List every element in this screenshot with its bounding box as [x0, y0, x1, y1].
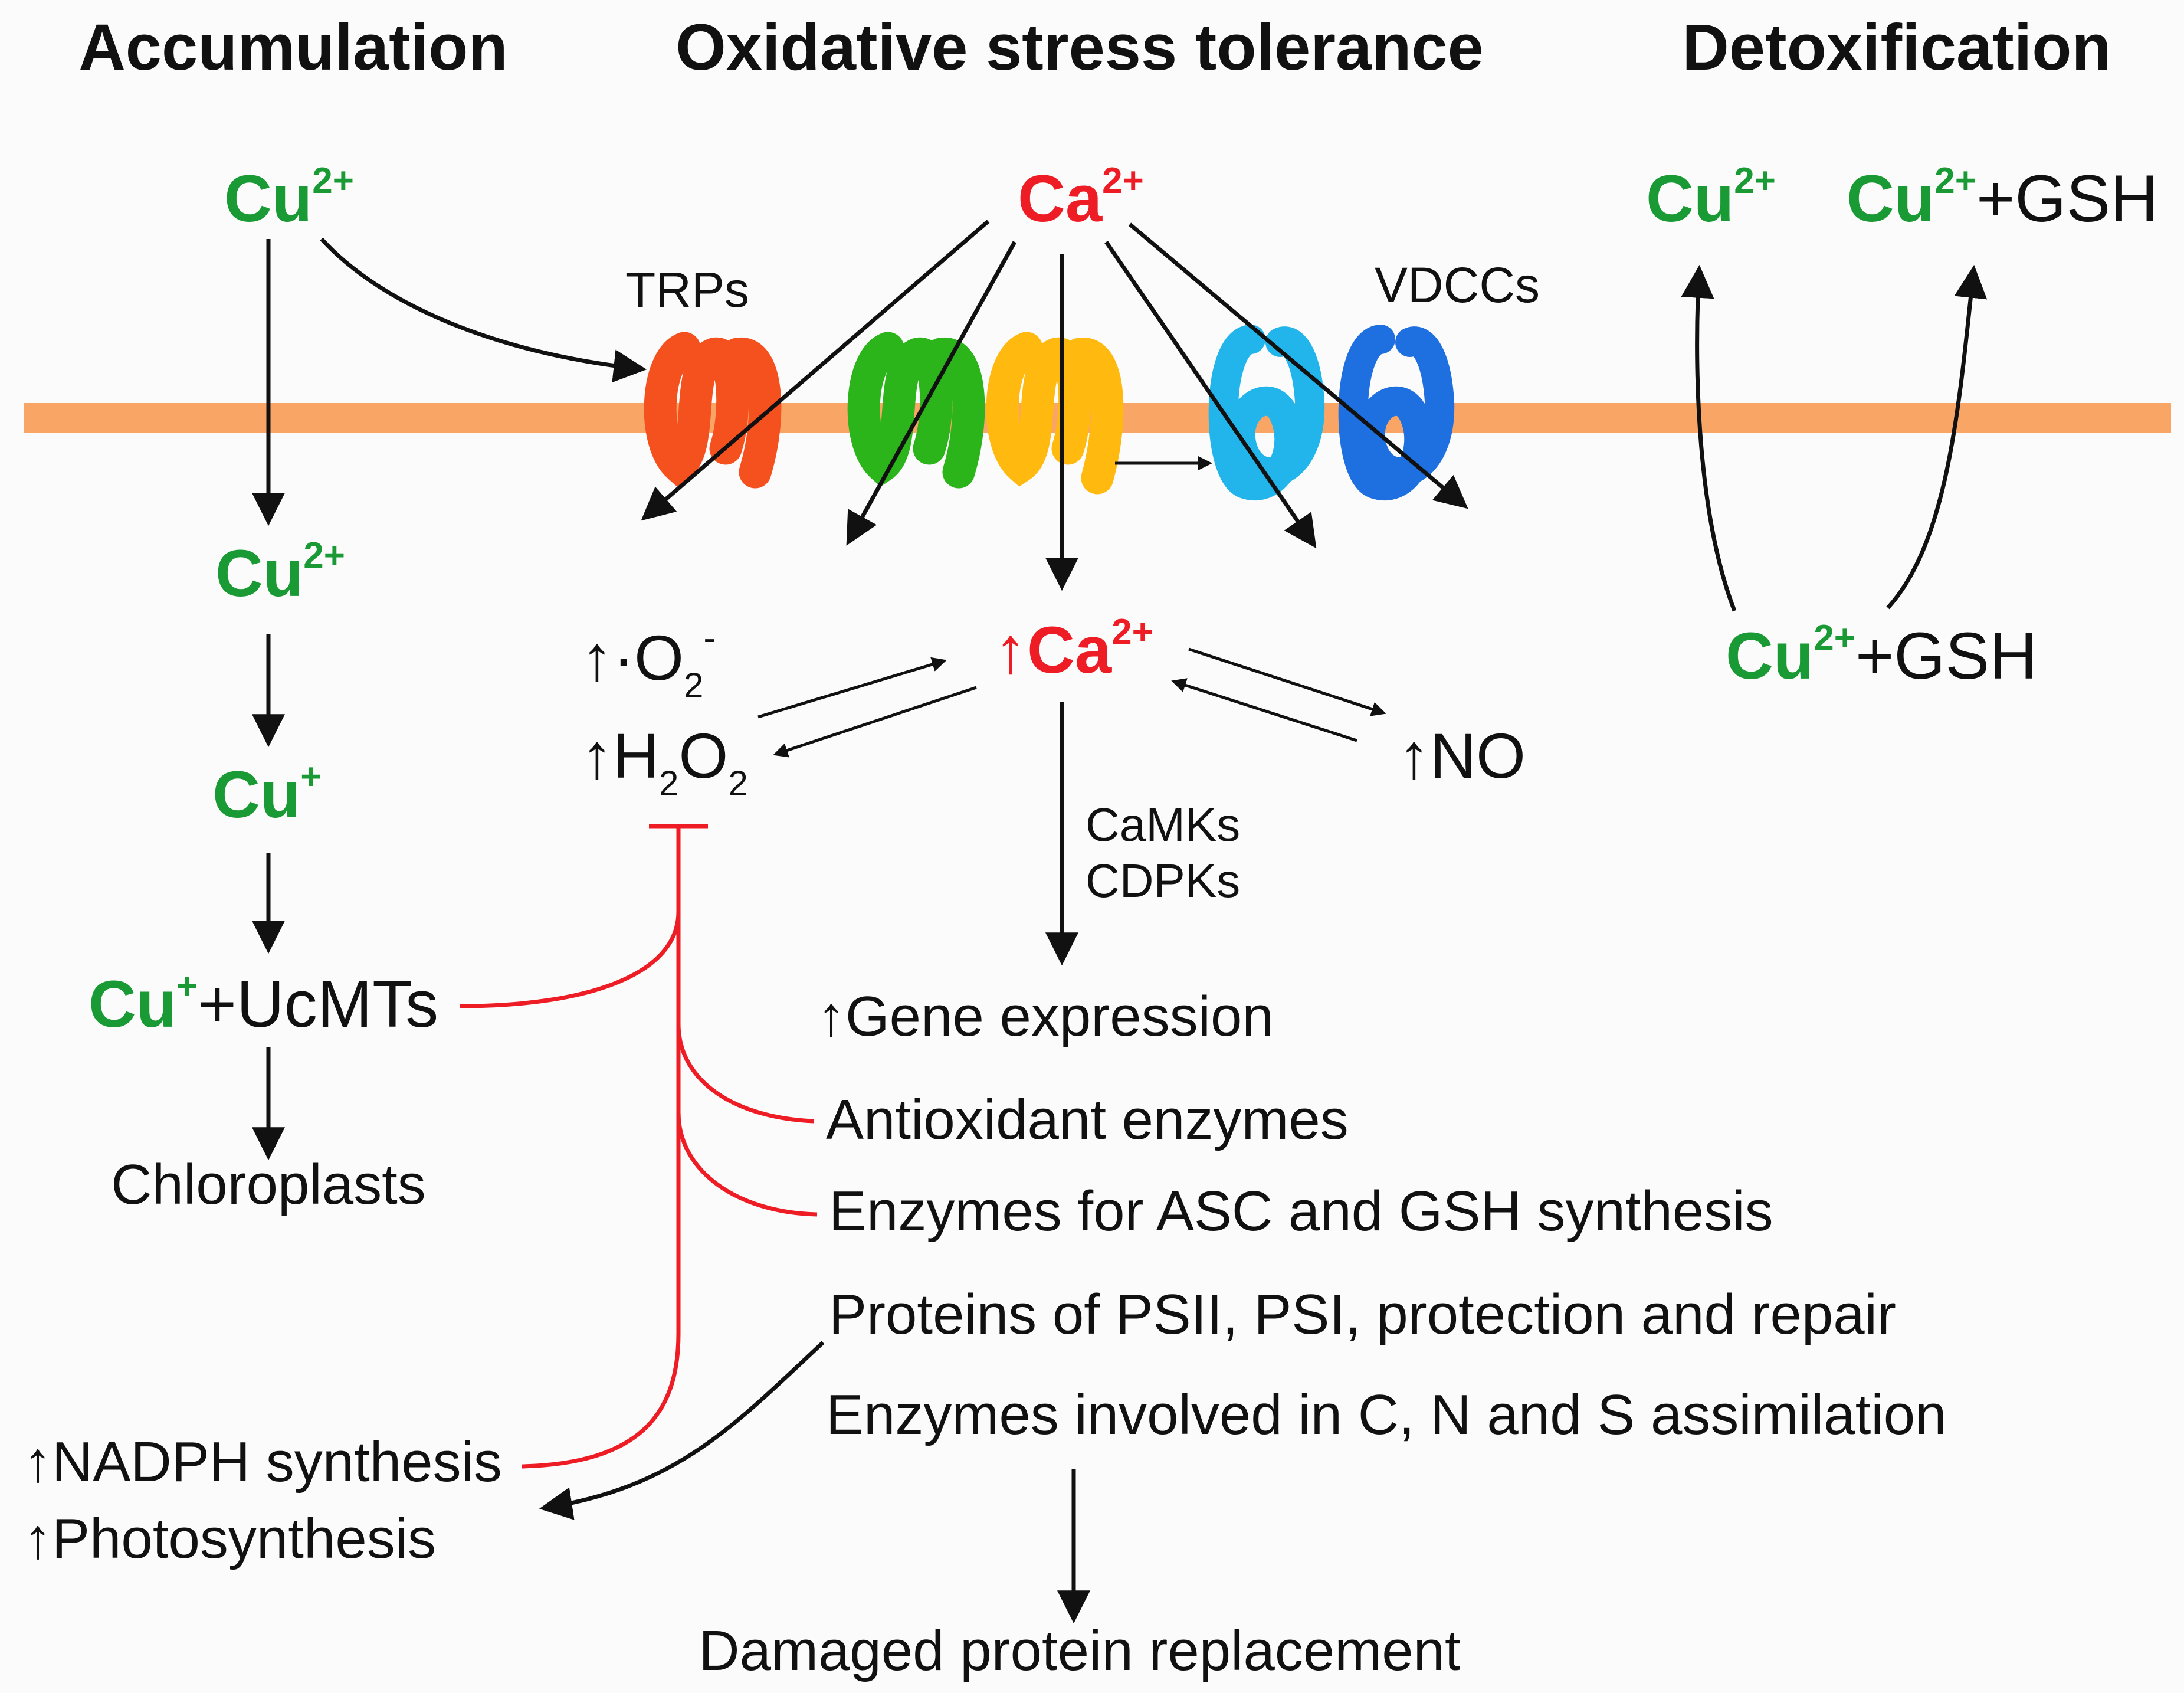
cu2-gsh-top: Cu2++GSH — [1847, 161, 2158, 235]
inhibition-branch-antioxidant — [676, 1023, 815, 1124]
vdcc-channel-blue — [1338, 325, 1455, 500]
trp-channel-yellow — [986, 332, 1124, 495]
header-accumulation: Accumulation — [78, 11, 507, 84]
trps-label: TRPs — [625, 262, 749, 317]
cu2-detox-left: Cu2+ — [1646, 161, 1776, 235]
arrow-ca-to-no — [1188, 647, 1386, 716]
cu1-reduced: Cu+ — [212, 757, 322, 831]
inhibition-branch-asc-gsh — [676, 1112, 818, 1217]
header-oxidative-stress-tolerance: Oxidative stress tolerance — [675, 11, 1484, 84]
gene-expression-label: ↑Gene expression — [817, 985, 1274, 1048]
arrow-psii-to-photosynthesis — [539, 1341, 825, 1520]
ca2-top: Ca2+ — [1018, 161, 1144, 235]
nadph-synthesis-label: ↑NADPH synthesis — [24, 1430, 502, 1494]
arrow-cu2-to-trps — [320, 237, 647, 383]
trp-channel-red — [644, 332, 782, 489]
arrow-ca-to-superoxide — [641, 220, 990, 521]
arrow-ca-to-green-channel — [846, 241, 1017, 546]
arrow-complex-to-cu2 — [1681, 264, 1737, 612]
ion-channels — [644, 325, 1455, 500]
cytosolic-ca-increase: ↑Ca2+ — [994, 612, 1153, 687]
cu2-top-left: Cu2+ — [224, 161, 354, 235]
cdpks-label: CDPKs — [1086, 854, 1240, 907]
assimilation-enzymes-label: Enzymes involved in C, N and S assimilat… — [826, 1383, 1946, 1446]
h2o2-inhibition-network — [460, 824, 818, 1469]
arrow-ca-to-vdccs — [1128, 222, 1468, 509]
arrow-ca-to-h2o2 — [773, 686, 977, 758]
vdcc-channel-lightblue — [1208, 325, 1325, 500]
arrow-ca-to-lightblue-channel — [1104, 241, 1317, 549]
camks-label: CaMKs — [1086, 798, 1240, 851]
chloroplasts-label: Chloroplasts — [111, 1153, 426, 1216]
asc-gsh-enzymes-label: Enzymes for ASC and GSH synthesis — [829, 1180, 1773, 1243]
cu2-gsh-complex: Cu2++GSH — [1726, 618, 2037, 693]
inhibition-branch-ucmts — [460, 911, 681, 1008]
cu1-ucmts-complex: Cu++UcMTs — [88, 966, 438, 1041]
header-detoxification: Detoxification — [1682, 11, 2111, 84]
arrow-complex-to-cu2-gsh — [1886, 264, 1988, 610]
photosynthesis-label: ↑Photosynthesis — [24, 1507, 436, 1570]
arrow-no-to-ca — [1171, 678, 1357, 742]
damaged-protein-replacement-label: Damaged protein replacement — [699, 1619, 1460, 1682]
inhibition-trunk — [522, 826, 681, 1469]
arrow-h2o2-to-ca — [757, 657, 947, 719]
vdccs-label: VDCCs — [1375, 257, 1540, 313]
antioxidant-enzymes-label: Antioxidant enzymes — [826, 1088, 1349, 1151]
superoxide-label: ↑·O2- — [581, 618, 716, 705]
cu2-accumulated: Cu2+ — [215, 535, 345, 610]
h2o2-label: ↑H2O2 — [581, 720, 748, 803]
psii-psi-proteins-label: Proteins of PSII, PSI, protection and re… — [829, 1283, 1896, 1346]
no-label: ↑NO — [1398, 720, 1526, 791]
